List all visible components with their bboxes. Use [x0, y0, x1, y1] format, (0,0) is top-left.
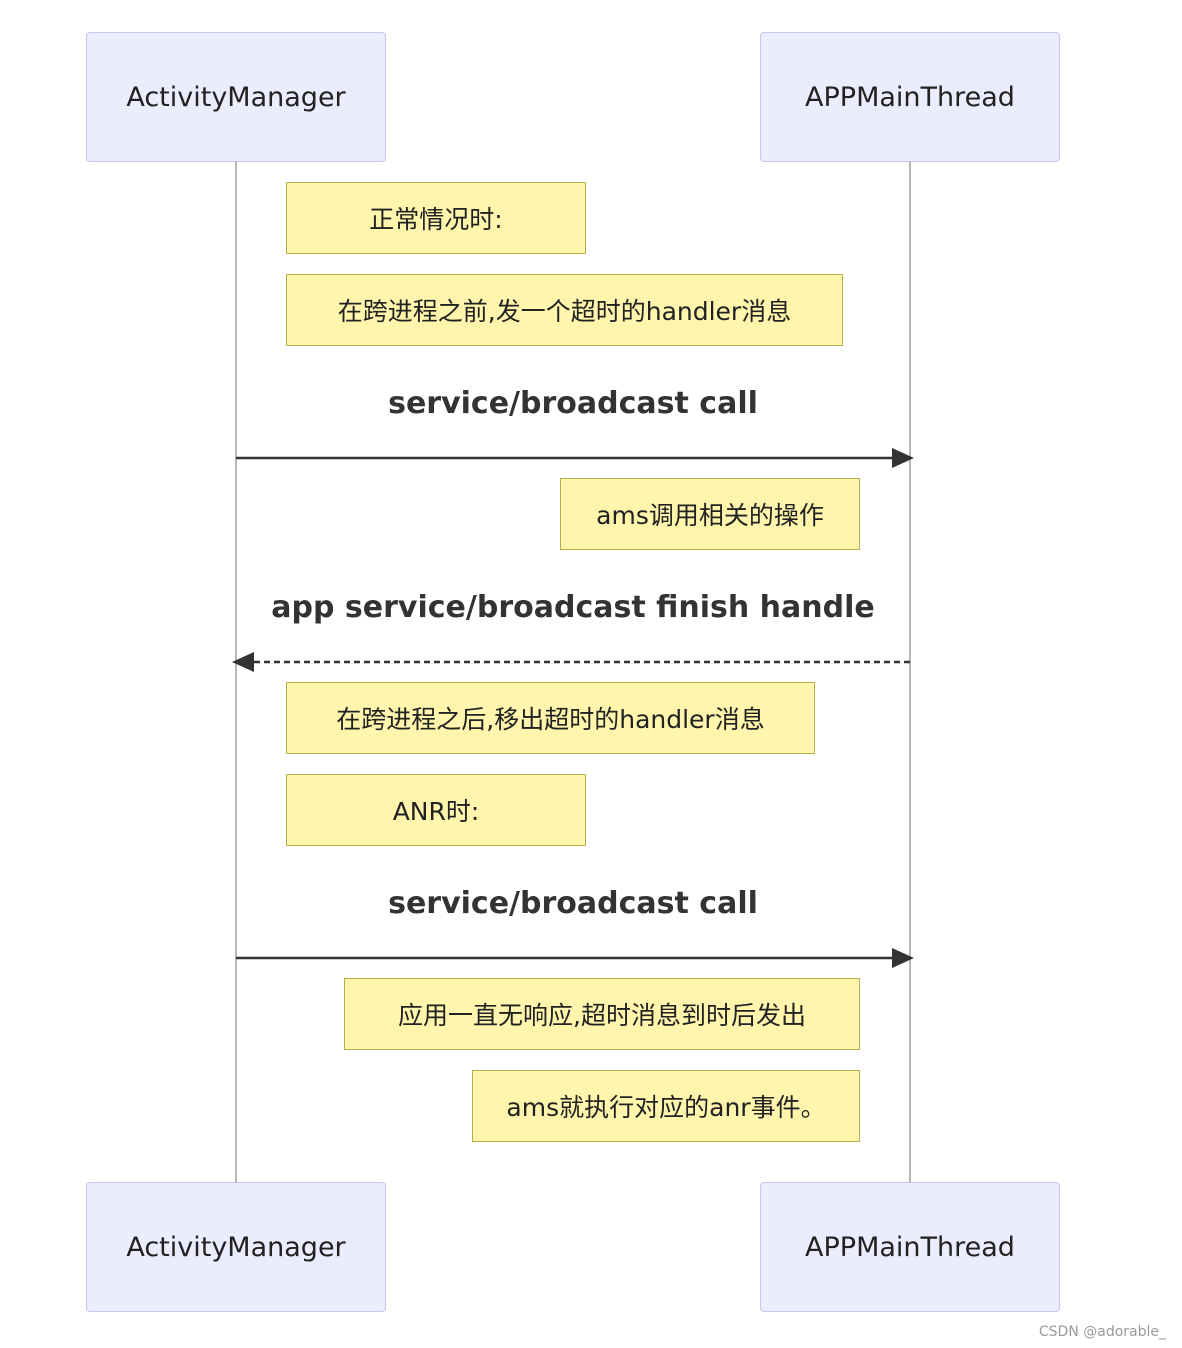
- arrow-finish-return: [232, 652, 910, 672]
- actor-label: APPMainThread: [805, 81, 1015, 113]
- note-normal-case: 正常情况时:: [286, 182, 586, 254]
- note-text: ams就执行对应的anr事件。: [506, 1093, 826, 1122]
- actor-appmainthread-bottom: APPMainThread: [760, 1182, 1060, 1312]
- note-send-timeout-handler: 在跨进程之前,发一个超时的handler消息: [286, 274, 843, 346]
- message-label-finish: app service/broadcast finish handle: [271, 590, 875, 625]
- actor-activitymanager-top: ActivityManager: [86, 32, 386, 162]
- note-text: 正常情况时:: [369, 205, 503, 234]
- arrow-call-2: [236, 948, 914, 968]
- actor-activitymanager-bottom: ActivityManager: [86, 1182, 386, 1312]
- actor-label: ActivityManager: [126, 1231, 346, 1263]
- actor-appmainthread-top: APPMainThread: [760, 32, 1060, 162]
- arrow-call-1: [236, 448, 914, 468]
- note-text: ams调用相关的操作: [596, 501, 824, 530]
- note-ams-operation: ams调用相关的操作: [560, 478, 860, 550]
- appmainthread-lifeline: [909, 162, 911, 1182]
- note-text: 在跨进程之后,移出超时的handler消息: [336, 705, 765, 734]
- actor-label: ActivityManager: [126, 81, 346, 113]
- message-label-call-1: service/broadcast call: [388, 386, 758, 421]
- note-remove-timeout-handler: 在跨进程之后,移出超时的handler消息: [286, 682, 815, 754]
- note-anr-case: ANR时:: [286, 774, 586, 846]
- actor-label: APPMainThread: [805, 1231, 1015, 1263]
- note-ams-anr-event: ams就执行对应的anr事件。: [472, 1070, 860, 1142]
- note-text: ANR时:: [392, 797, 480, 826]
- message-label-call-2: service/broadcast call: [388, 886, 758, 921]
- watermark: CSDN @adorable_: [1038, 1324, 1166, 1340]
- note-text: 应用一直无响应,超时消息到时后发出: [398, 1001, 806, 1030]
- activitymanager-lifeline: [235, 162, 237, 1182]
- note-app-no-response: 应用一直无响应,超时消息到时后发出: [344, 978, 860, 1050]
- note-text: 在跨进程之前,发一个超时的handler消息: [337, 297, 792, 326]
